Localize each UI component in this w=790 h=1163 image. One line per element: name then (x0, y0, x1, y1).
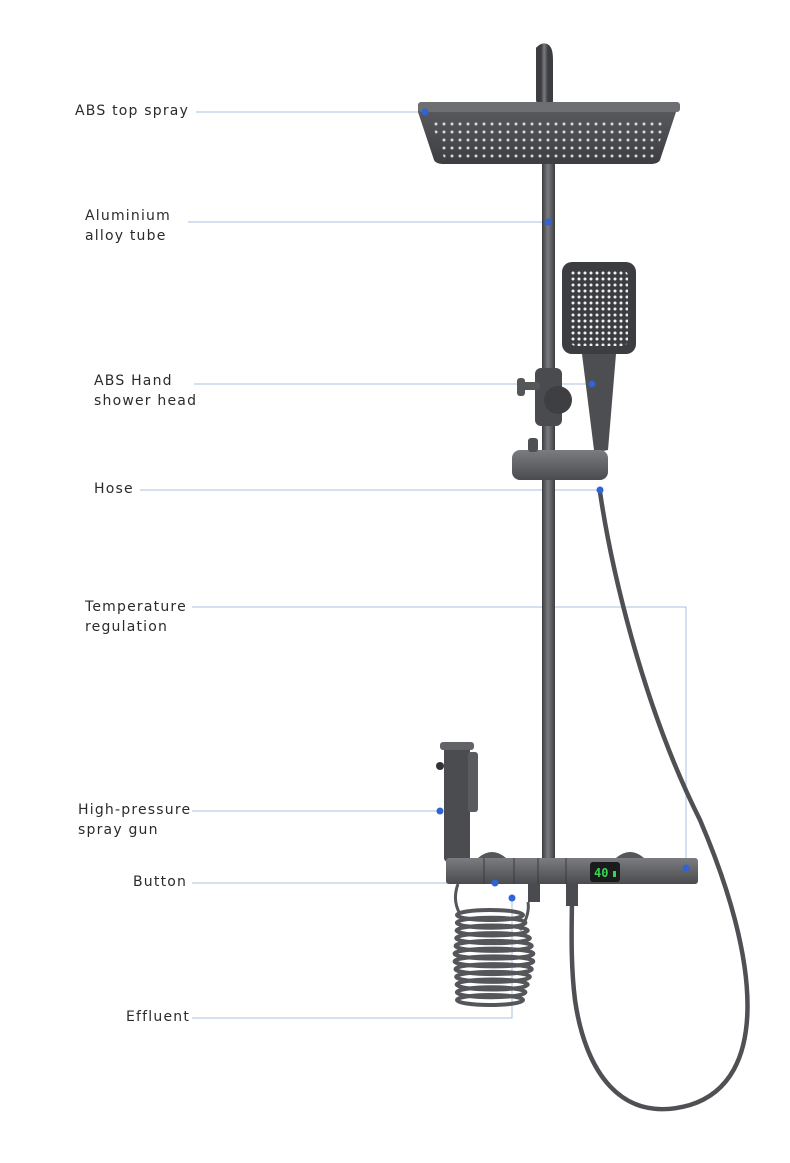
display-indicator (613, 871, 616, 877)
label-line: Button (133, 874, 188, 890)
main-pole (542, 150, 555, 870)
label-line: spray gun (78, 822, 159, 838)
label-line: High-pressure (78, 802, 192, 818)
coil-loop (454, 931, 532, 946)
dot-tube (544, 218, 552, 226)
top-arm (536, 43, 553, 165)
hand-shower-hose (569, 489, 750, 1112)
label-top-spray: ABS top spray (75, 101, 189, 121)
dot-effluent (508, 894, 516, 902)
coil-loop (454, 985, 528, 1000)
coil-loop (452, 954, 536, 969)
label-line: Hose (94, 481, 134, 497)
coil-loop (454, 977, 530, 992)
label-line: Aluminium (85, 208, 171, 224)
label-line: alloy tube (85, 228, 167, 244)
callout-dots (421, 108, 690, 902)
slide-holder (512, 438, 608, 480)
leader-temperature (192, 606, 687, 868)
label-line: shower head (94, 393, 198, 409)
coil-loop (454, 969, 532, 984)
coil-loop (455, 993, 525, 1007)
spray-gun (436, 742, 478, 862)
hand-shower-bracket (517, 368, 572, 426)
coil-loop (453, 938, 534, 953)
coiled-hose (452, 908, 536, 1007)
dot-spray-gun (436, 807, 444, 815)
coil-loop (455, 908, 525, 922)
coil-loop (454, 923, 530, 938)
label-line: ABS Hand (94, 373, 173, 389)
dot-hand-shower (588, 380, 596, 388)
label-line: ABS top spray (75, 103, 190, 119)
top-spray-head (418, 102, 680, 164)
dot-button (491, 879, 499, 887)
temperature-display: 40 (594, 866, 608, 880)
hand-shower-head (562, 262, 636, 451)
label-line: Temperature (85, 599, 187, 615)
label-line: regulation (85, 619, 169, 635)
thermostat-shelf (446, 852, 698, 906)
label-line: Effluent (126, 1009, 191, 1025)
label-effluent: Effluent (126, 1007, 190, 1027)
dot-top-spray (421, 108, 429, 116)
label-hose: Hose (94, 479, 134, 499)
leader-lines (140, 111, 687, 1019)
coiled-hose-lead (453, 883, 530, 931)
leader-effluent (192, 898, 513, 1019)
dot-temperature (682, 864, 690, 872)
label-hand-shower: ABS Hand shower head (94, 371, 197, 411)
label-tube: Aluminium alloy tube (85, 206, 171, 246)
label-temperature: Temperature regulation (85, 597, 187, 637)
coil-loop (453, 962, 534, 977)
dot-hose (596, 486, 604, 494)
label-button: Button (133, 872, 187, 892)
coil-loop (452, 946, 536, 961)
label-spray-gun: High-pressure spray gun (78, 800, 191, 840)
